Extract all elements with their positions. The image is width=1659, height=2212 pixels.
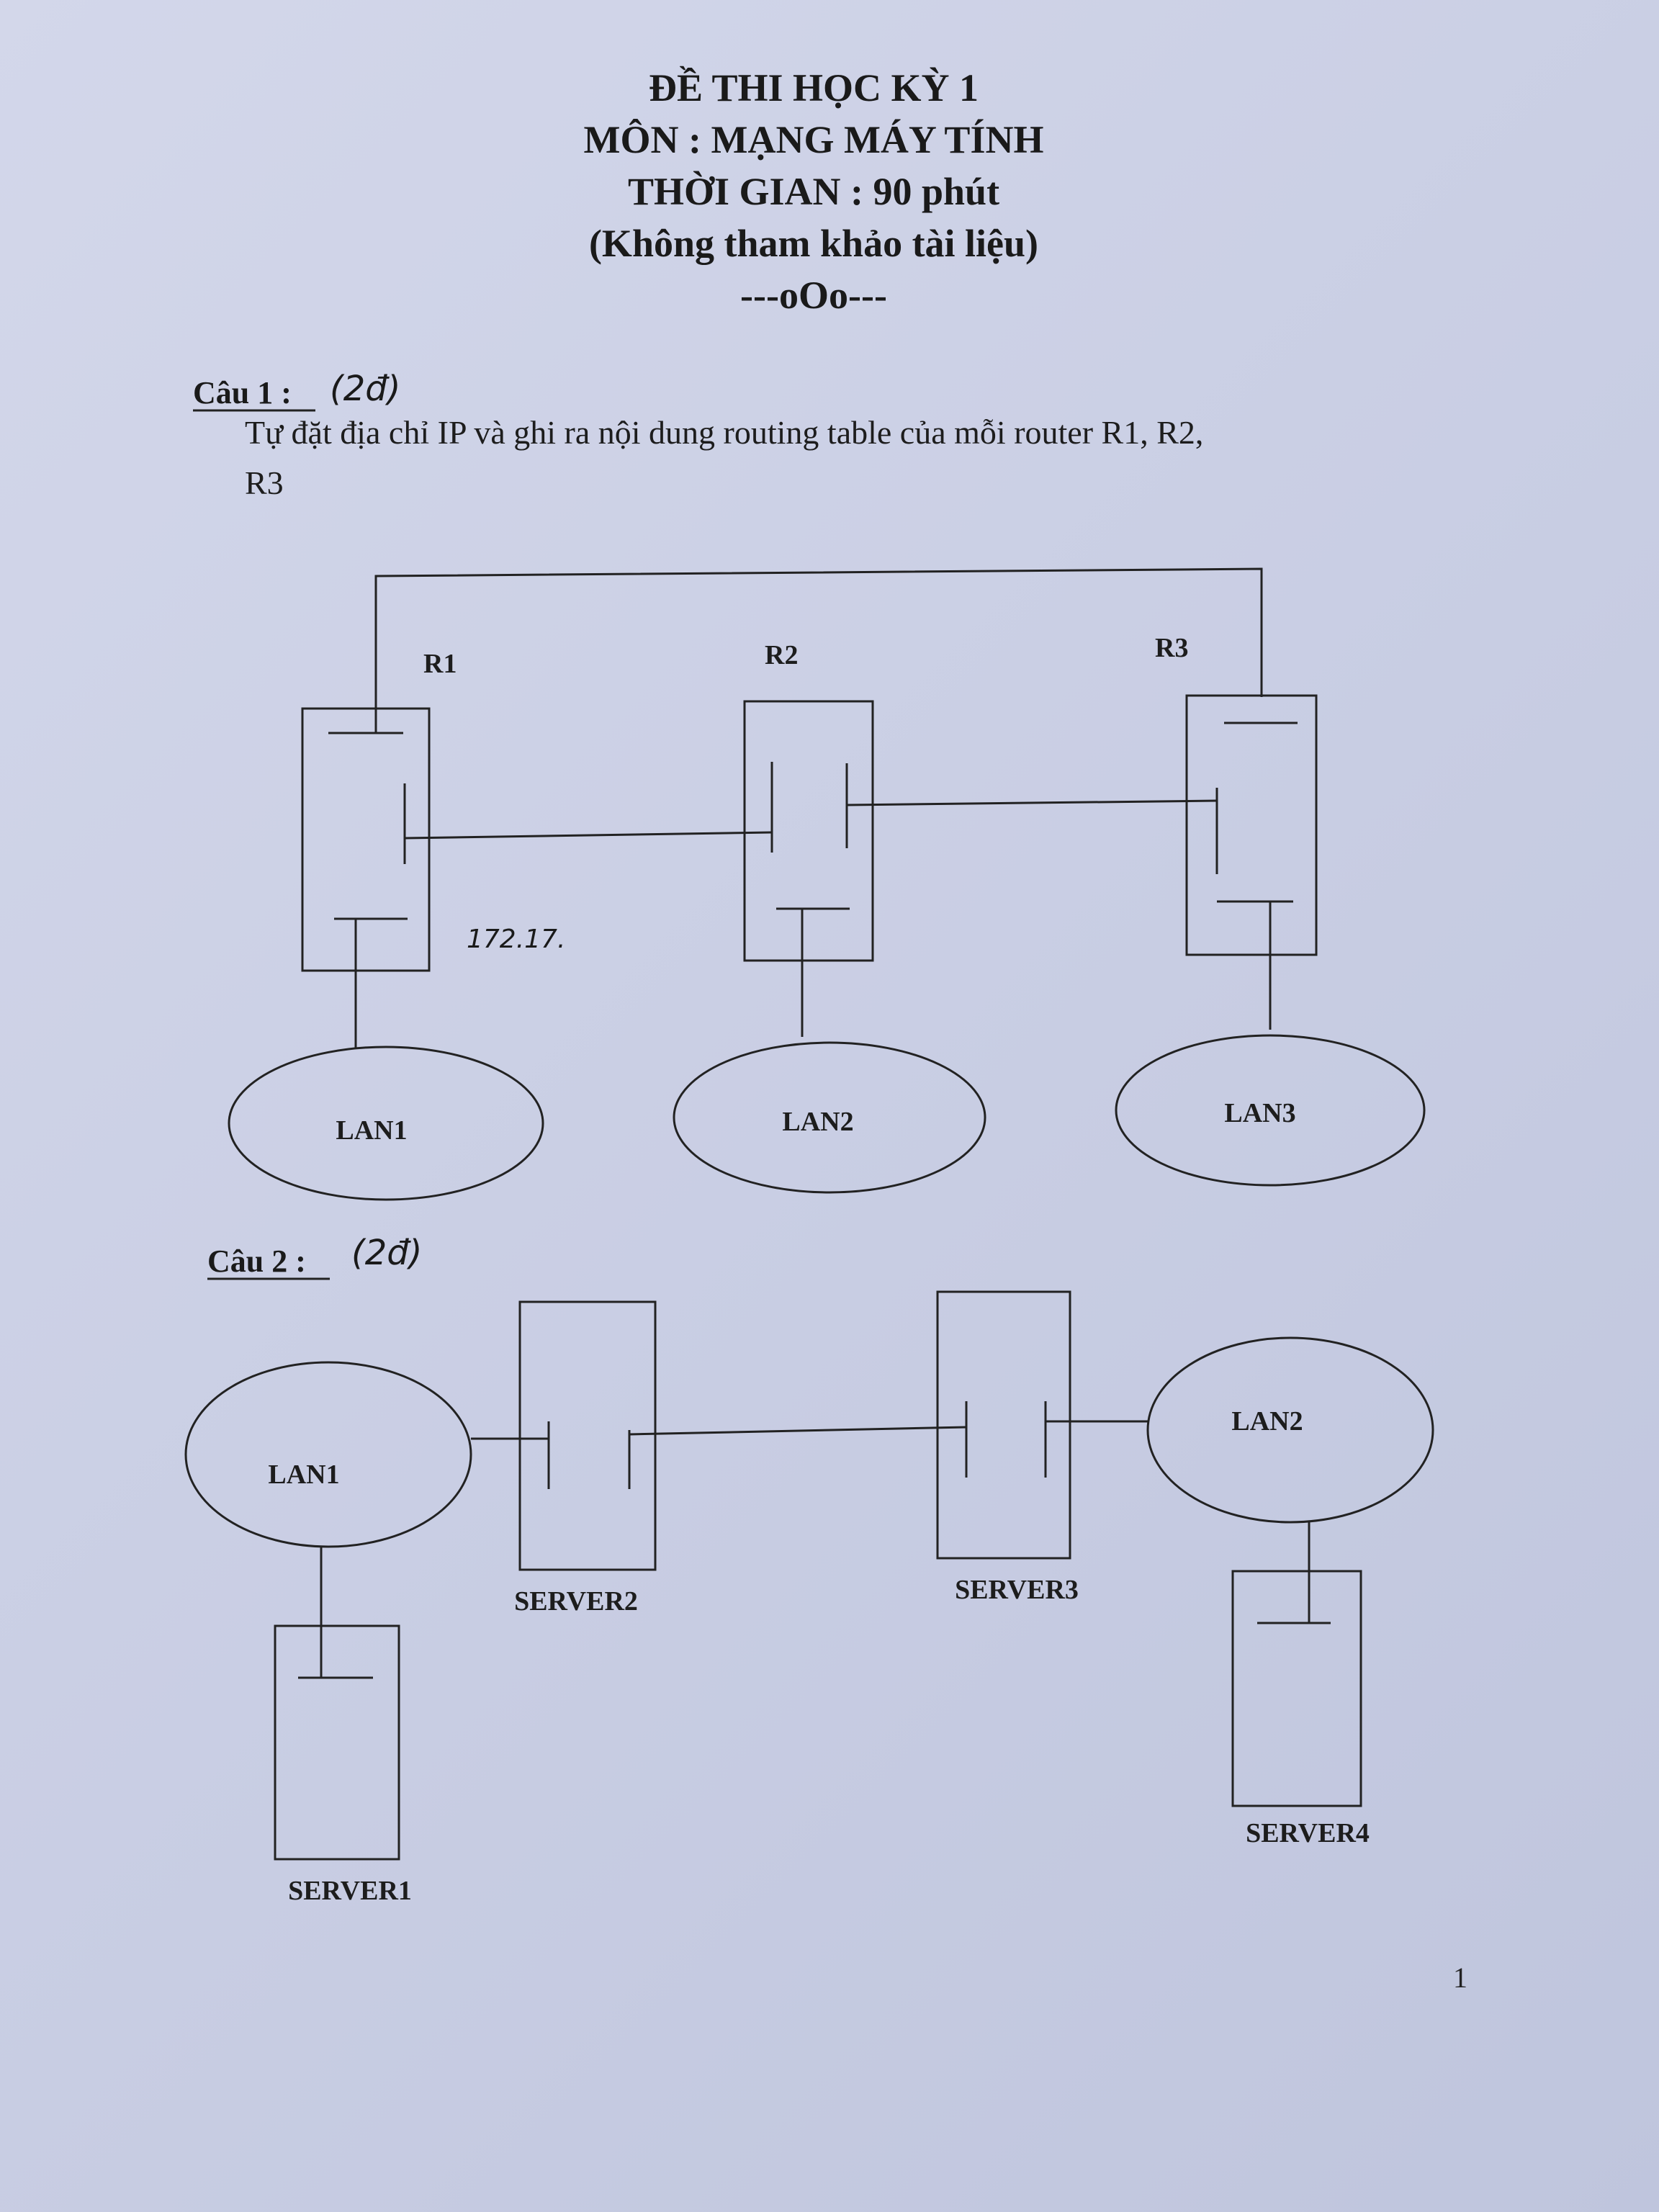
question-1: Câu 1 : (2đ) Tự đặt địa chỉ IP và ghi ra… xyxy=(193,369,1203,501)
router-r2 xyxy=(743,700,874,962)
handwritten-ip-note: 172.17. xyxy=(467,925,565,954)
server4-label: SERVER4 xyxy=(1246,1818,1370,1848)
server3-label: SERVER3 xyxy=(955,1575,1079,1605)
question-1-text-line-2: R3 xyxy=(245,464,284,501)
question-1-points: (2đ) xyxy=(330,369,400,409)
question-1-label: Câu 1 : xyxy=(193,375,292,410)
subject-line: MÔN : MẠNG MÁY TÍNH xyxy=(584,118,1044,161)
router-r1 xyxy=(301,707,431,972)
lan1-q1-label: LAN1 xyxy=(336,1115,407,1146)
server2-label: SERVER2 xyxy=(514,1586,638,1617)
lan1-q2 xyxy=(184,1361,472,1548)
exam-title: ĐỀ THI HỌC KỲ 1 xyxy=(649,66,979,109)
closed-book-note: (Không tham khảo tài liệu) xyxy=(589,222,1038,265)
server2 xyxy=(518,1300,657,1571)
router-r2-label: R2 xyxy=(765,640,798,670)
r2-r3-link xyxy=(846,799,1218,806)
r1-r3-link xyxy=(374,567,1263,733)
question-2: Câu 2 : (2đ) xyxy=(207,1233,422,1280)
server1 xyxy=(274,1624,400,1861)
header-separator: ---oOo--- xyxy=(740,274,887,317)
exam-header: ĐỀ THI HỌC KỲ 1 MÔN : MẠNG MÁY TÍNH THỜI… xyxy=(584,66,1044,317)
lan3-q1-label: LAN3 xyxy=(1224,1098,1295,1128)
lan2-q1-label: LAN2 xyxy=(782,1107,853,1137)
question-2-label: Câu 2 : xyxy=(207,1244,306,1279)
lan1-q2-label: LAN1 xyxy=(268,1460,339,1490)
diagram-2-servers: LAN1 SERVER2 SERVER3 LAN2 SERVER1 SERVER… xyxy=(184,1290,1434,1906)
lan2-q2-label: LAN2 xyxy=(1231,1406,1303,1437)
question-2-points: (2đ) xyxy=(351,1233,422,1273)
router-r1-label: R1 xyxy=(423,649,457,679)
server2-server3-link xyxy=(629,1426,967,1436)
router-r3-label: R3 xyxy=(1155,633,1188,663)
r1-r2-link xyxy=(404,831,773,840)
server3 xyxy=(936,1290,1071,1560)
lan2-q1 xyxy=(673,1041,986,1194)
lan3-q1 xyxy=(1115,1034,1426,1187)
router-r3 xyxy=(1185,694,1318,956)
lan1-q1 xyxy=(228,1046,544,1201)
duration-line: THỜI GIAN : 90 phút xyxy=(628,170,999,213)
diagram-1-routers: R1 R2 R3 LAN1 LAN2 LAN3 172.17. xyxy=(228,567,1426,1201)
question-1-text-line-1: Tự đặt địa chỉ IP và ghi ra nội dung rou… xyxy=(245,414,1203,451)
lan2-q2 xyxy=(1146,1336,1434,1524)
page-number: 1 xyxy=(1453,1961,1467,1994)
server1-label: SERVER1 xyxy=(288,1876,412,1906)
server4 xyxy=(1231,1570,1362,1807)
